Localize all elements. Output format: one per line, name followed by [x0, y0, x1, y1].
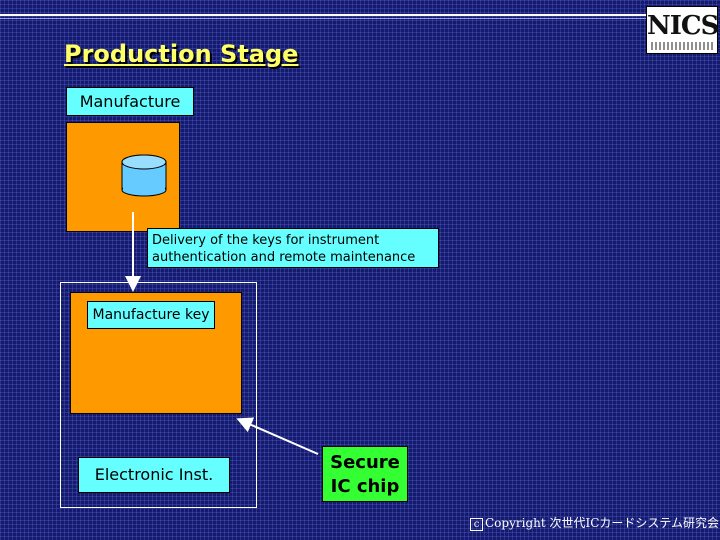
- slide-title: Production Stage: [64, 40, 299, 68]
- copyright-text: Copyright 次世代ICカードシステム研究会: [485, 516, 720, 530]
- nicss-logo: NICSS: [646, 6, 720, 54]
- secure-ic-chip-line1: Secure: [330, 452, 400, 473]
- top-rule-secondary: [0, 18, 648, 19]
- key-delivery-line2: authentication and remote maintenance: [152, 250, 416, 265]
- chip-insert-arrow: [236, 417, 319, 455]
- copyright-icon: c: [470, 518, 483, 531]
- database-icon: [121, 154, 167, 197]
- manufacture-key-label: Manufacture key: [87, 301, 215, 329]
- top-rule: [0, 14, 648, 16]
- secure-ic-chip-label: Secure IC chip: [322, 446, 408, 502]
- key-delivery-line1: Delivery of the keys for instrument: [152, 233, 380, 248]
- manufacture-label: Manufacture: [66, 87, 194, 116]
- electronic-instrument-outline: [60, 282, 257, 508]
- electronic-inst-label: Electronic Inst.: [78, 457, 230, 493]
- secure-ic-chip-line2: IC chip: [330, 476, 400, 497]
- logo-text: NICSS: [647, 11, 720, 41]
- logo-subtitle-graphic: [651, 42, 713, 50]
- key-delivery-label: Delivery of the keys for instrument auth…: [147, 228, 439, 268]
